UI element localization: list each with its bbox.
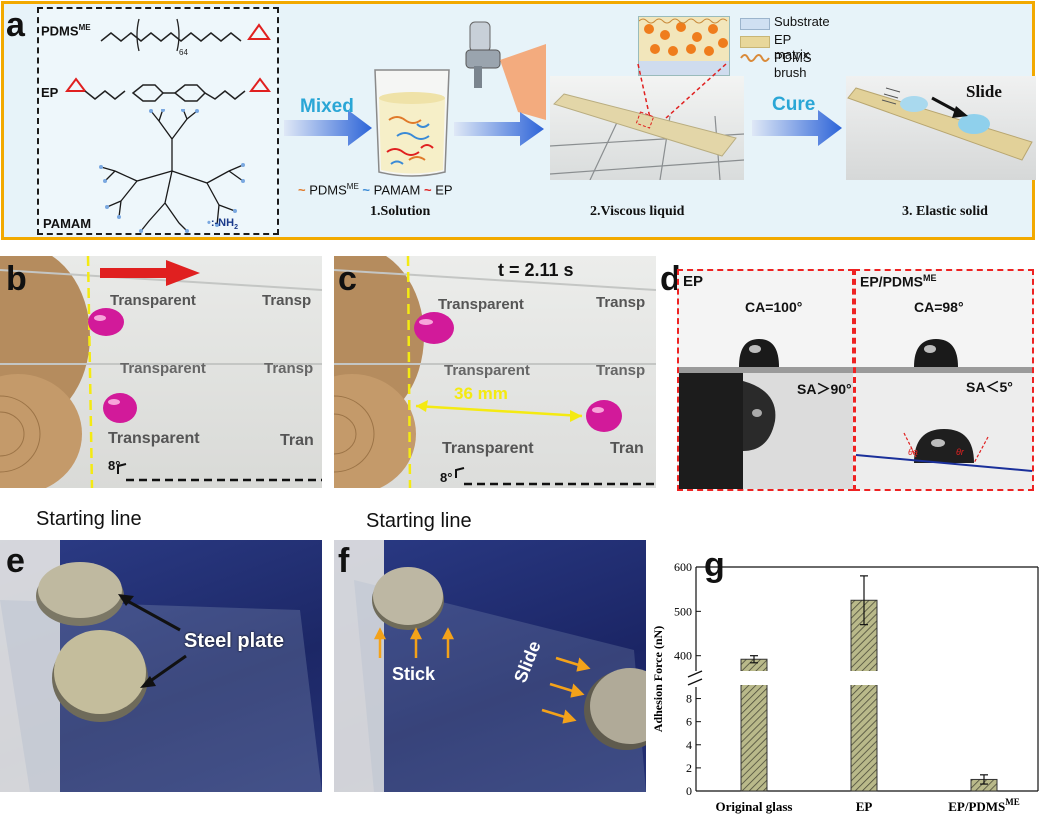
y-axis-label: Adhesion Force (nN) <box>651 626 665 732</box>
panel-b-letter: b <box>6 260 27 298</box>
bar-break-gap-1 <box>850 671 878 685</box>
d-ep-pdms-droplet-images <box>856 339 1032 489</box>
y-tick-label: 500 <box>674 604 692 618</box>
f-stick-label: Stick <box>392 664 436 684</box>
b-word-1: Transparent <box>110 292 196 309</box>
process-arrow-icon <box>454 112 544 146</box>
pamam-label: PAMAM <box>43 216 92 231</box>
b-word-3: Transparent <box>120 360 206 377</box>
cure-label: Cure <box>772 94 816 115</box>
b-angle: 8° <box>108 458 121 473</box>
panel-f-letter: f <box>338 542 350 580</box>
zoom-lines-icon <box>637 63 727 119</box>
mixed-label: Mixed <box>300 96 354 117</box>
c-word-4: Transp <box>596 362 646 379</box>
adhesion-force-chart: 400 500 600 0 2 4 6 8 Adhesion Force (nN) Origina… <box>651 560 1039 814</box>
step1-label: 1.Solution <box>370 204 431 219</box>
x-tick-label-1: EP <box>856 799 873 814</box>
b-word-5: Transparent <box>108 430 200 447</box>
d-sa-left: SA＞90° <box>797 381 852 397</box>
d-ep-pdms-title: EP/PDMSME <box>860 273 937 290</box>
c-word-1: Transparent <box>438 296 524 313</box>
panel-c-photo: t = 2.11 s Transparent Transp Transparen… <box>334 256 656 488</box>
e-steel-plate-label: Steel plate <box>184 630 285 652</box>
cure-arrow-icon <box>752 110 842 146</box>
ep-matrix-swatch <box>740 36 770 48</box>
y-tick-label: 400 <box>674 649 692 663</box>
pdms-structure-icon: 64 <box>100 18 271 57</box>
legend-pdms-brush: PDMS brush <box>774 50 812 80</box>
y-tick-label: 0 <box>686 784 692 798</box>
step3-label: 3. Elastic solid <box>902 204 988 219</box>
mixed-arrow-icon <box>284 110 372 146</box>
bar-break-gap-0 <box>740 671 768 685</box>
pdms-brush-swatch <box>740 54 770 62</box>
elastic-solid-image <box>846 76 1036 180</box>
panel-e-letter: e <box>6 542 25 580</box>
step2-label: 2.Viscous liquid <box>590 204 685 219</box>
c-word-2: Transp <box>596 294 646 311</box>
d-theta-a: θa <box>908 447 918 457</box>
panel-a-letter: a <box>6 6 25 44</box>
panel-e-photo: Steel plate <box>0 540 322 792</box>
beaker-icon <box>374 69 450 177</box>
axis-break-mark <box>687 670 703 678</box>
panel-b-photo: Transparent Transp Transparent Transp Tr… <box>0 256 322 488</box>
panel-c-letter: c <box>338 260 357 298</box>
d-ca-right: CA=98° <box>914 299 964 315</box>
d-sa-right: SA＜5° <box>966 379 1013 395</box>
pamam-dendrimer-icon <box>99 109 245 233</box>
b-starting-line-caption: Starting line <box>36 508 142 530</box>
spray-gun-icon <box>465 21 546 120</box>
d-ep-title: EP <box>683 273 704 290</box>
b-word-2: Transp <box>262 292 312 309</box>
c-time-label: t = 2.11 s <box>498 260 574 280</box>
x-tick-label-2: EP/PDMSME <box>948 797 1020 814</box>
d-ep-box: EP CA=100° SA＞90° <box>677 269 854 491</box>
legend-substrate: Substrate <box>774 14 830 29</box>
d-ep-droplet-images <box>679 339 853 489</box>
panel-a: a PDMSME 64 EP <box>1 1 1036 240</box>
panel-g-letter: g <box>704 546 725 584</box>
bar-1 <box>850 599 878 792</box>
nh2-legend: •:-NH2 <box>207 217 238 232</box>
y-tick-label: 2 <box>686 761 692 775</box>
axis-break-mark <box>687 678 703 686</box>
chemical-structures-box: PDMSME 64 EP <box>37 7 279 235</box>
d-ep-pdms-box: EP/PDMSME CA=98° SA＜5° θa θr <box>854 269 1034 491</box>
d-theta-r: θr <box>956 447 964 457</box>
b-word-6: Tran <box>280 432 314 449</box>
panel-f-photo: Stick Slide <box>334 540 646 792</box>
slide-label: Slide <box>966 82 1002 101</box>
viscous-liquid-image <box>550 76 744 180</box>
c-angle: 8° <box>440 470 453 485</box>
ep-label: EP <box>41 85 59 100</box>
b-word-4: Transp <box>264 360 314 377</box>
substrate-swatch <box>740 18 770 30</box>
c-word-6: Tran <box>610 440 644 457</box>
panel-d-letter: d <box>660 260 681 298</box>
d-ca-left: CA=100° <box>745 299 803 315</box>
svg-text:64: 64 <box>179 48 188 57</box>
legend-ep-matrix: EP matrix <box>774 32 810 62</box>
coating-inset-image <box>638 16 730 76</box>
mixture-legend: ~ PDMSME ~ PAMAM ~ EP <box>298 182 453 198</box>
c-word-3: Transparent <box>444 362 530 379</box>
y-tick-label: 6 <box>686 715 692 729</box>
c-word-5: Transparent <box>442 440 534 457</box>
c-distance-label: 36 mm <box>454 384 508 403</box>
y-tick-label: 4 <box>686 738 692 752</box>
ep-structure-icon <box>65 77 271 102</box>
x-tick-label-0: Original glass <box>716 799 793 814</box>
y-tick-label: 8 <box>686 692 692 706</box>
y-tick-label: 600 <box>674 560 692 574</box>
pdms-label: PDMSME <box>41 23 91 39</box>
c-starting-line-caption: Starting line <box>366 510 472 532</box>
